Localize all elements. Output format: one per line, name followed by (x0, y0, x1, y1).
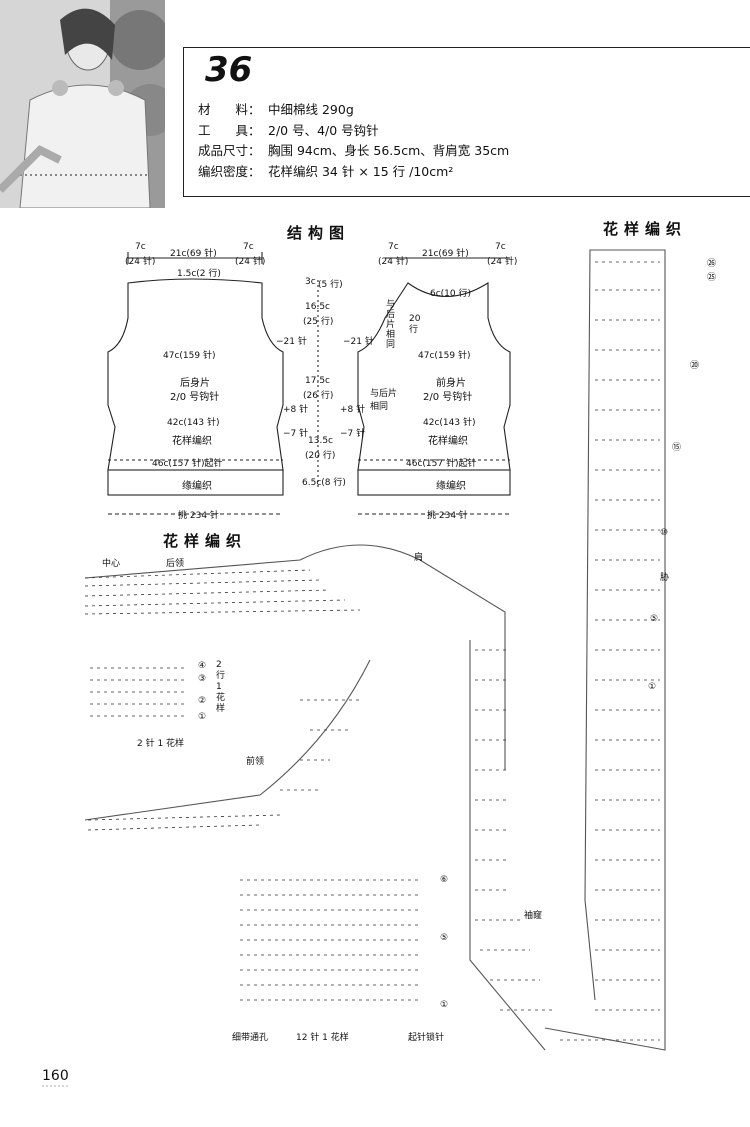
structure-title: 结构图 (287, 224, 351, 242)
height-1: 3c (305, 277, 316, 287)
front-name: 前身片 (436, 378, 466, 389)
back-neck-label: 后领 (166, 559, 185, 569)
front-chest: 47c(159 针) (418, 351, 471, 361)
edge-row-5: ⑤ (440, 933, 449, 943)
back-border: 缘编织 (182, 481, 212, 492)
front-waist: 42c(143 针) (423, 418, 476, 428)
row-mark-2: ② (198, 696, 207, 706)
front-top-left: 7c (388, 242, 399, 252)
front-piece-outline (357, 282, 511, 471)
edge-row-6: ⑥ (440, 875, 449, 885)
material-value: 中细棉线 290g (268, 102, 354, 117)
center-label: 中心 (102, 559, 121, 569)
back-pickup: 挑 234 针 (178, 511, 219, 521)
back-hook: 2/0 号钩针 (170, 392, 220, 403)
front-rows20: 20 行 (409, 314, 421, 335)
front-neck-label: 前领 (246, 757, 265, 767)
pattern-number: 36 (205, 50, 253, 90)
gauge-label: 编织密度： (198, 163, 261, 179)
front-pattern: 花样编织 (428, 436, 468, 447)
height-5: 6.5c(8 行) (302, 478, 346, 488)
front-note-2: 与后片相同 (370, 389, 398, 412)
info-box (183, 47, 750, 197)
front-side-dec: −7 针 (340, 429, 366, 439)
shoulder-label: 肩 (414, 553, 424, 563)
back-top-left: 7c (135, 242, 146, 252)
side-label: 胁 (660, 573, 670, 583)
right-mark-20: ⑳ (690, 361, 700, 371)
pattern-info: 材 料： 中细棉线 290g 工 具： 2/0 号、4/0 号钩针 成品尺寸： 胸围 … (198, 100, 509, 182)
height-3: 17.5c (305, 376, 330, 386)
gauge-value: 花样编织 34 针 × 15 行 /10cm² (268, 163, 454, 179)
right-mark-5: ⑤ (650, 614, 659, 624)
height-3-rows: (26 行) (303, 391, 334, 401)
tools-value: 2/0 号、4/0 号钩针 (268, 122, 379, 138)
page-number: 160 (42, 1068, 69, 1084)
back-armhole-dec: −21 针 (276, 337, 307, 347)
size-value: 胸围 94cm、身长 56.5cm、背肩宽 35cm (268, 143, 510, 158)
back-side-dec: −7 针 (283, 429, 309, 439)
front-top-right: 7c (495, 242, 506, 252)
back-piece-outline (107, 278, 284, 471)
tools-label: 工 具： (198, 122, 261, 138)
front-note-1: 与后片相同 (386, 300, 396, 350)
front-hem: 46c(157 针)起针 (406, 459, 477, 469)
back-neck: 1.5c(2 行) (177, 269, 221, 279)
back-waist: 42c(143 针) (167, 418, 220, 428)
edge-start-label: 起针锁针 (408, 1033, 445, 1043)
repeat-2st: 2 针 1 花样 (137, 739, 185, 749)
front-side-inc: +8 针 (340, 405, 366, 415)
height-2: 16.5c (305, 302, 330, 312)
back-top-left-st: (24 针) (125, 257, 156, 267)
front-neck: 6c(10 行) (430, 289, 472, 299)
model-photo (0, 0, 165, 208)
armhole-label: 袖窿 (524, 911, 543, 921)
gauge-row: 编织密度： 花样编织 34 针 × 15 行 /10cm² (198, 162, 509, 183)
row-mark-3: ③ (198, 674, 207, 684)
height-4-rows: (20 行) (305, 451, 336, 461)
back-chest: 47c(159 针) (163, 351, 216, 361)
right-mark-10: ⑩ (660, 528, 669, 538)
back-hem: 46c(157 针)起针 (152, 459, 223, 469)
back-top-mid: 21c(69 针) (170, 249, 217, 259)
back-top-right-st: (24 针) (235, 257, 266, 267)
right-mark-25: ㉕ (707, 273, 717, 283)
row-mark-1: ① (198, 712, 207, 722)
left-chart-title: 花样编织 (163, 532, 248, 550)
edge-row-1: ① (440, 1000, 449, 1010)
right-mark-15: ⑮ (672, 443, 682, 453)
repeat-rows: 2 行 1 花样 (216, 660, 226, 714)
right-chart-title: 花样编织 (603, 220, 688, 238)
edge-repeat-label: 12 针 1 花样 (296, 1033, 349, 1043)
height-2-rows: (25 行) (303, 317, 334, 327)
front-pickup: 挑 234 针 (427, 511, 468, 521)
front-hook: 2/0 号钩针 (423, 392, 473, 403)
row-mark-4: ④ (198, 661, 207, 671)
back-top-right: 7c (243, 242, 254, 252)
front-top-right-st: (24 针) (487, 257, 518, 267)
size-label: 成品尺寸： (198, 143, 261, 158)
right-mark-1: ① (648, 682, 657, 692)
back-side-inc: +8 针 (283, 405, 309, 415)
front-top-mid: 21c(69 针) (422, 249, 469, 259)
right-mark-26: ㉖ (707, 259, 717, 269)
material-label: 材 料： (198, 102, 261, 117)
tie-hole-label: 细带通孔 (232, 1033, 269, 1043)
front-top-left-st: (24 针) (378, 257, 409, 267)
back-name: 后身片 (180, 378, 210, 389)
height-4: 13.5c (308, 436, 333, 446)
front-armhole-dec: −21 针 (343, 337, 374, 347)
tools-row: 工 具： 2/0 号、4/0 号钩针 (198, 121, 509, 142)
size-row: 成品尺寸： 胸围 94cm、身长 56.5cm、背肩宽 35cm (198, 141, 509, 162)
material-row: 材 料： 中细棉线 290g (198, 100, 509, 121)
height-1-rows: (5 行) (318, 280, 343, 290)
back-pattern: 花样编织 (172, 436, 212, 447)
front-border: 缘编织 (436, 481, 466, 492)
